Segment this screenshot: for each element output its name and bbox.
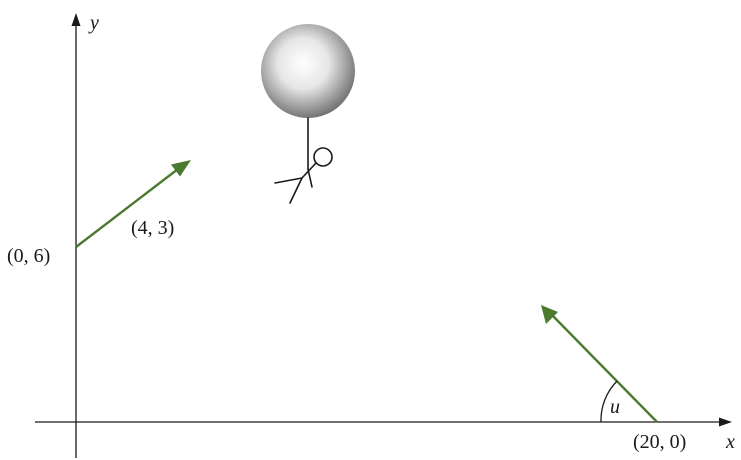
launch-point-label: (20, 0)	[633, 431, 686, 453]
start-point-label: (0, 6)	[7, 245, 50, 267]
stick-figure-icon	[274, 117, 333, 204]
launch-vector	[541, 305, 658, 423]
y-axis-arrowhead	[71, 13, 81, 26]
balloon-icon	[261, 24, 355, 118]
x-axis-arrowhead	[719, 417, 732, 427]
angle-arc	[600, 380, 618, 423]
direction-label: (4, 3)	[131, 217, 174, 239]
direction-vector-arrowhead	[171, 160, 191, 177]
y-axis	[71, 13, 81, 458]
launch-vector-arrowhead	[541, 305, 558, 324]
angle-label: u	[610, 396, 620, 418]
x-axis	[35, 417, 732, 427]
direction-vector	[75, 160, 191, 248]
y-axis-label: y	[88, 12, 99, 34]
x-axis-label: x	[725, 431, 735, 453]
